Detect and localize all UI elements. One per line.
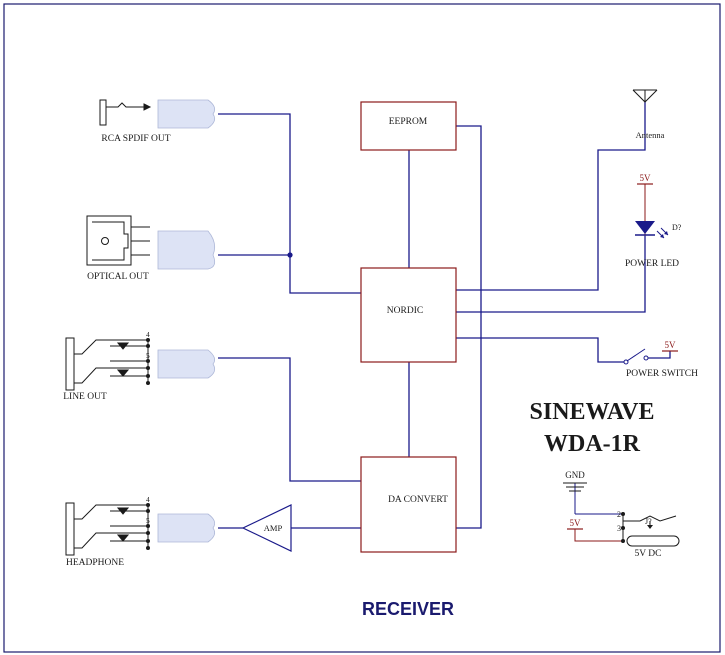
eeprom-block [360, 101, 457, 151]
dac-label: DA CONVERT [388, 495, 448, 505]
wire-lineout-to-dac [218, 357, 361, 482]
power-switch-icon [623, 348, 678, 365]
dc-label: 5V DC [634, 549, 661, 559]
power-switch-label: POWER SWITCH [626, 369, 698, 379]
amp-triangle [241, 504, 292, 552]
gnd-label: GND [565, 470, 585, 480]
product-name: SINEWAVE [530, 399, 655, 425]
lineout-pin4: 4 [146, 330, 150, 339]
amp-label: AMP [264, 523, 283, 533]
dc-ref-label: J? [645, 517, 652, 526]
headphone-pin-dots [146, 503, 150, 550]
dc-jack-icon [567, 512, 680, 547]
dc-pin3-label: 3 [617, 524, 621, 533]
dc-pin2-label: 2 [617, 510, 621, 519]
optical-jack-icon [86, 215, 150, 266]
sheet-title: RECEIVER [362, 599, 454, 619]
dac-block [360, 456, 457, 553]
rca-jack-icon [99, 99, 152, 126]
connector-shapes [157, 99, 216, 543]
headphone-pin5: 5 [146, 516, 150, 525]
lineout-jack-icon [65, 337, 149, 391]
eeprom-label: EEPROM [389, 117, 428, 127]
led-supply-label: 5V [640, 173, 652, 183]
headphone-jack-icon [65, 502, 149, 556]
wire-eeprom-dac-bus [456, 125, 482, 529]
headphone-label: HEADPHONE [66, 558, 124, 568]
connector-lineout [157, 349, 216, 379]
sheet-frame [3, 3, 721, 653]
nordic-label: NORDIC [387, 306, 423, 316]
antenna-icon [632, 89, 658, 103]
wire-power-switch [456, 337, 624, 363]
connector-rca [157, 99, 216, 129]
dc-supply-label: 5V [570, 518, 582, 528]
optical-label: OPTICAL OUT [87, 272, 149, 282]
antenna-label: Antenna [636, 130, 665, 140]
wire-antenna [456, 102, 646, 291]
wire-switch-5v [648, 351, 671, 359]
wire-power-led [456, 236, 646, 313]
lineout-pin5: 5 [146, 351, 150, 360]
power-led-label: POWER LED [625, 259, 679, 269]
wire-rca-to-nordic [218, 113, 361, 294]
lineout-label: LINE OUT [63, 392, 107, 402]
connector-optical [157, 230, 216, 270]
junction-dot [287, 252, 293, 258]
lineout-pin-dots [146, 338, 150, 385]
headphone-pin4: 4 [146, 495, 150, 504]
product-model: WDA-1R [544, 431, 641, 457]
nordic-block [360, 267, 457, 363]
connector-headphone [157, 513, 216, 543]
wires [218, 102, 671, 529]
gnd-icon [563, 482, 587, 514]
led-ref-label: D? [672, 223, 682, 232]
led-icon [635, 183, 669, 239]
rca-label: RCA SPDIF OUT [101, 134, 170, 144]
switch-supply-label: 5V [665, 340, 677, 350]
